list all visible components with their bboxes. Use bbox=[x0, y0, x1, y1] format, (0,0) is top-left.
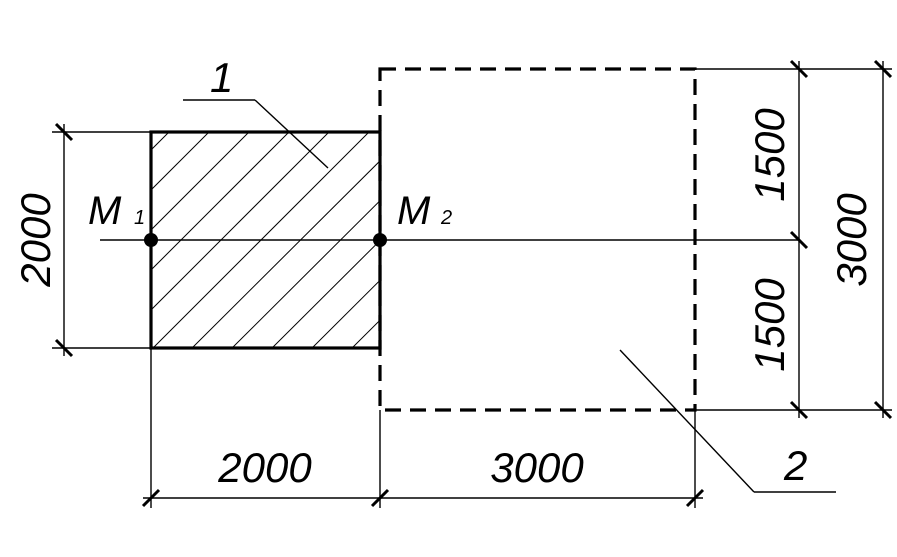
label-item-1: 1 bbox=[210, 54, 233, 101]
label-item-2: 2 bbox=[783, 442, 807, 489]
point-m2-dot bbox=[373, 233, 387, 247]
dim-bottom-right-width: 3000 bbox=[490, 444, 584, 491]
dim-right-total-height: 3000 bbox=[828, 193, 875, 287]
hatch-pattern bbox=[151, 132, 380, 348]
dim-bottom-left-width: 2000 bbox=[217, 444, 312, 491]
leader-item-2 bbox=[619, 349, 836, 493]
label-point-m1: M bbox=[88, 189, 122, 233]
point-m1-dot bbox=[144, 233, 158, 247]
bottom-dimension bbox=[141, 348, 705, 508]
right-dimension bbox=[695, 59, 893, 420]
label-point-m2: M bbox=[397, 189, 431, 233]
dim-right-upper-half: 1500 bbox=[746, 108, 793, 202]
label-point-m2-sub: 2 bbox=[440, 207, 452, 229]
dim-right-lower-half: 1500 bbox=[746, 278, 793, 372]
label-point-m1-sub: 1 bbox=[134, 207, 145, 229]
left-dimension bbox=[52, 122, 151, 358]
leader-item-1 bbox=[183, 99, 329, 169]
dim-left-height: 2000 bbox=[12, 193, 59, 288]
